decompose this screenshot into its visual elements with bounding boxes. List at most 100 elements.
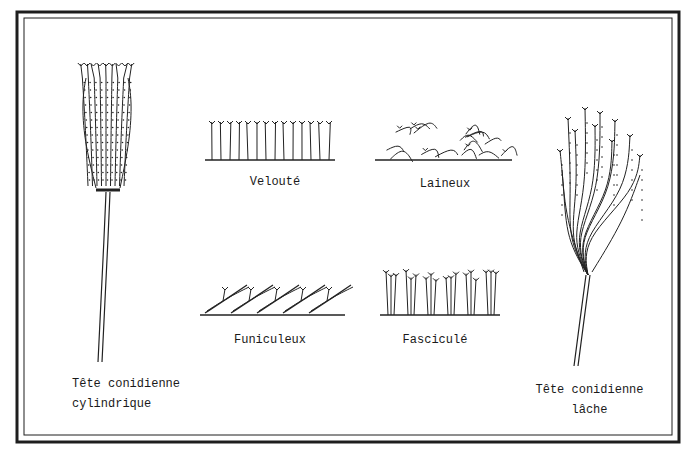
spore-dot — [97, 149, 99, 151]
hypha-stroke — [585, 107, 588, 110]
spore-dot — [596, 169, 598, 171]
hypha-stroke — [375, 159, 512, 161]
hypha-stroke — [84, 63, 87, 66]
spore-dot — [613, 184, 615, 186]
hypha-stroke — [479, 152, 499, 159]
hypha-stroke — [473, 278, 476, 281]
spore-dot — [576, 174, 578, 176]
hypha-stroke — [426, 276, 429, 279]
spore-dot — [91, 119, 93, 121]
hypha-stroke — [560, 149, 563, 152]
hypha-stroke — [416, 274, 419, 277]
hypha-stroke — [293, 122, 294, 160]
spore-dot — [96, 119, 98, 121]
figure-label: Tête conidienne lâche — [522, 380, 657, 420]
spore-dot — [112, 149, 114, 151]
spore-dot — [561, 204, 563, 206]
hypha-stroke — [612, 139, 615, 142]
spore-dot — [616, 174, 618, 176]
spore-dot — [97, 142, 99, 144]
hypha-stroke — [227, 121, 230, 124]
hypha-stroke — [431, 273, 432, 315]
hypha-stroke — [120, 78, 124, 186]
hypha-stroke — [284, 121, 287, 124]
hypha-stroke — [220, 122, 222, 160]
hypha-stroke — [257, 121, 260, 124]
hypha-stroke — [431, 272, 434, 275]
spore-dot — [96, 112, 98, 114]
spore-dot — [101, 119, 103, 121]
spore-dot — [93, 172, 95, 174]
hypha-stroke — [411, 277, 414, 280]
hypha-stroke — [408, 277, 411, 280]
spore-dot — [121, 157, 123, 159]
hypha-stroke — [317, 121, 320, 124]
spore-dot — [86, 119, 88, 121]
hypha-stroke — [413, 274, 416, 277]
figure-label: Funiculeux — [215, 330, 325, 350]
hypha-stroke — [83, 78, 96, 188]
spore-dot — [569, 162, 571, 164]
spore-dot — [125, 179, 127, 181]
spore-dot — [98, 172, 100, 174]
hypha-stroke — [491, 271, 492, 315]
spore-dot — [117, 142, 119, 144]
hypha-stroke — [453, 272, 456, 275]
hypha-stroke — [411, 123, 414, 126]
spore-dot — [123, 104, 125, 106]
spore-dot — [107, 127, 109, 129]
hypha-stroke — [329, 122, 330, 160]
spore-dot — [84, 82, 86, 84]
hypha-stroke — [414, 123, 417, 126]
spore-dot — [121, 149, 123, 151]
hypha-stroke — [443, 276, 446, 279]
hypha-stroke — [415, 127, 418, 130]
hypha-stroke — [609, 139, 612, 142]
spore-dot — [126, 149, 128, 151]
hypha-stroke — [393, 273, 396, 276]
spore-dot — [601, 176, 603, 178]
hypha-stroke — [230, 122, 232, 160]
spore-dot — [569, 132, 571, 134]
spore-dot — [128, 119, 130, 121]
hypha-stroke — [212, 121, 215, 124]
spore-dot — [107, 142, 109, 144]
spore-dot — [92, 142, 94, 144]
spore-dot — [596, 159, 598, 161]
spore-dot — [130, 82, 132, 84]
spore-dot — [616, 184, 618, 186]
spore-dot — [118, 82, 120, 84]
hypha-stroke — [400, 126, 403, 129]
hypha-stroke — [290, 121, 293, 124]
hypha-stroke — [383, 270, 386, 273]
spore-dot — [586, 162, 588, 164]
hypha-stroke — [456, 272, 459, 275]
spore-dot — [112, 127, 114, 129]
hypha-stroke — [448, 275, 451, 278]
hypha-stroke — [259, 287, 301, 311]
spore-dot — [641, 179, 643, 181]
spore-dot — [641, 189, 643, 191]
spore-dot — [112, 112, 114, 114]
hypha-stroke — [462, 149, 477, 158]
spore-dot — [87, 142, 89, 144]
hypha-stroke — [106, 78, 107, 186]
spore-dot — [613, 204, 615, 206]
spore-dot — [601, 126, 603, 128]
spore-dot — [569, 152, 571, 154]
spore-dot — [117, 134, 119, 136]
hypha-stroke — [387, 146, 405, 152]
spore-dot — [616, 134, 618, 136]
hypha-stroke — [124, 64, 127, 78]
hypha-stroke — [88, 78, 92, 186]
spore-dot — [98, 179, 100, 181]
spore-dot — [631, 159, 633, 161]
hypha-stroke — [87, 63, 90, 66]
hypha-stroke — [493, 271, 496, 274]
hypha-stroke — [119, 63, 122, 66]
inner-frame — [24, 18, 672, 435]
hypha-stroke — [211, 122, 212, 160]
hypha-stroke — [388, 274, 391, 277]
hypha-stroke — [600, 111, 603, 114]
spore-dot — [112, 134, 114, 136]
